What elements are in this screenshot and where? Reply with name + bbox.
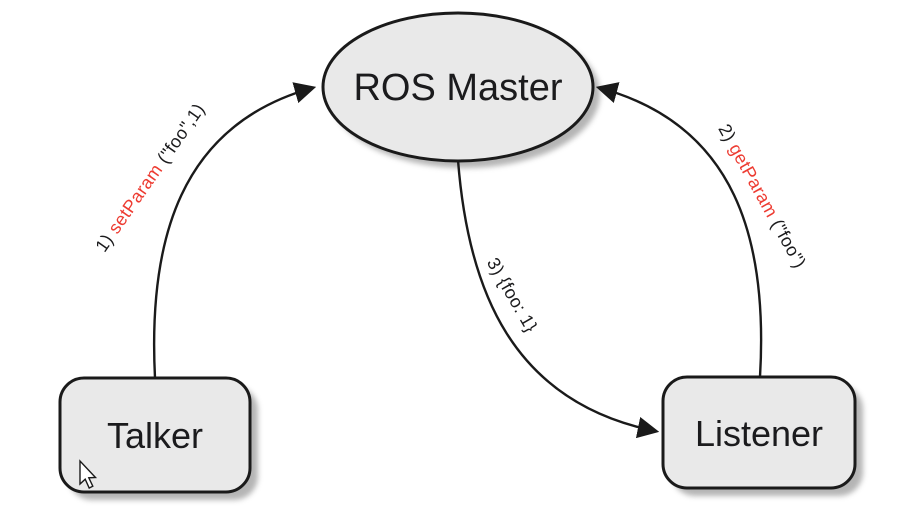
listener-rect [661, 375, 857, 490]
node-talker: Talker [58, 376, 252, 494]
edge-value: 3) {foo: 1} [456, 159, 660, 439]
listener-label: Listener [695, 413, 823, 454]
edge-getparam-path [595, 82, 763, 378]
edge-setparam-path [152, 82, 317, 379]
ros-master-ellipse [321, 11, 595, 163]
edge-setparam: 1) setParam ("foo",1) [91, 82, 317, 379]
edge-label-getparam: 2) getParam ("foo") [714, 121, 810, 272]
edge-label-value: 3) {foo: 1} [483, 254, 542, 335]
ros-master-label: ROS Master [353, 67, 562, 109]
edge-value-path [456, 159, 660, 439]
talker-rect [58, 376, 252, 494]
node-ros-master: ROS Master [321, 11, 595, 163]
mouse-cursor-icon [79, 459, 98, 489]
talker-label: Talker [107, 415, 203, 456]
node-listener: Listener [661, 375, 857, 490]
edge-getparam: 2) getParam ("foo") [595, 82, 810, 378]
